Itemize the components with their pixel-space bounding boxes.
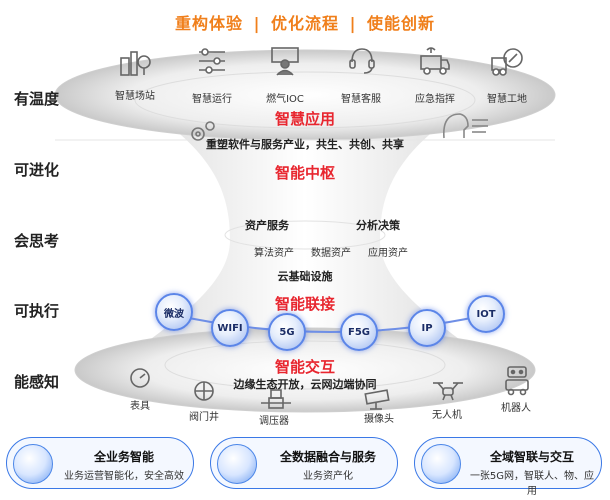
sliders-icon: [199, 48, 225, 74]
data-cube-icon: [217, 444, 257, 484]
bottom-icon-label: 无人机: [432, 410, 462, 421]
headline-separator: |: [349, 14, 357, 33]
bottom-icon-label: 机器人: [501, 403, 531, 414]
side-label-warmth: 有温度: [14, 90, 60, 108]
top-icon-label: 智慧场站: [115, 91, 155, 102]
meter-icon: [130, 368, 150, 388]
card-title: 全域智联与交互: [489, 450, 574, 464]
network-node-f5g: F5G: [340, 313, 378, 351]
headset-icon: [349, 48, 375, 74]
card-title: 全数据融合与服务: [279, 450, 376, 464]
asset-service-label: 资产服务: [245, 219, 289, 232]
network-node-ip: IP: [408, 309, 446, 347]
analysis-label: 分析决策: [356, 219, 400, 232]
interact-layer-title: 智能交互: [274, 358, 335, 376]
bottom-icon-label: 表具: [130, 401, 150, 412]
business-globe-icon: [13, 444, 53, 484]
ai-head-icon: [443, 113, 488, 139]
top-icon-label: 智慧运行: [192, 94, 232, 105]
drone-icon: [433, 382, 463, 401]
operator-icon: [271, 47, 299, 76]
hub-layer-title: 智能中枢: [274, 164, 335, 182]
summary-card-connect: 全域智联与交互 一张5G网，智联人、物、应用: [414, 437, 602, 497]
headline-item: 重构体验: [174, 14, 243, 33]
interact-layer-desc: 边缘生态开放，云网边端协同: [233, 378, 377, 391]
asset-item: 数据资产: [311, 248, 351, 259]
camera-icon: [364, 389, 390, 410]
network-node-iot: IOT: [467, 295, 505, 333]
side-label-think: 会思考: [14, 232, 60, 250]
top-icon-label: 智慧客服: [341, 94, 381, 105]
robot-icon: [505, 366, 529, 396]
app-layer-title: 智慧应用: [274, 110, 335, 128]
app-layer-desc: 重塑软件与服务产业，共生、共创、共享: [206, 138, 404, 151]
network-node-microwave: 微波: [155, 293, 193, 331]
valve-icon: [194, 381, 214, 401]
regulator-icon: [261, 389, 291, 409]
side-label-execute: 可执行: [14, 302, 60, 320]
construction-icon: [491, 48, 523, 76]
bottom-icon-label: 摄像头: [364, 414, 394, 425]
network-node-5g: 5G: [268, 313, 306, 351]
asset-item: 应用资产: [368, 248, 408, 259]
card-title: 全业务智能: [93, 450, 154, 464]
factory-icon: [120, 51, 151, 76]
headline: 重构体验 | 优化流程 | 使能创新: [0, 10, 610, 34]
side-label-evolve: 可进化: [14, 161, 60, 179]
bottom-icon-label: 调压器: [259, 416, 289, 427]
connect-layer-title: 智能联接: [274, 295, 335, 313]
bottom-icon-label: 阀门井: [189, 412, 219, 423]
top-icon-label: 燃气IOC: [266, 94, 304, 105]
card-subtitle: 业务资产化: [303, 471, 353, 482]
emergency-vehicle-icon: [420, 47, 450, 75]
side-label-perceive: 能感知: [14, 373, 60, 391]
headline-item: 优化流程: [270, 14, 339, 33]
gears-icon: [191, 121, 215, 141]
network-node-wifi: WIFI: [211, 309, 249, 347]
asset-item: 算法资产: [254, 248, 294, 259]
top-icon-label: 智慧工地: [487, 94, 527, 105]
network-wave-icon: [421, 444, 461, 484]
summary-card-data: 全数据融合与服务 业务资产化: [210, 437, 398, 489]
top-icon-label: 应急指挥: [415, 94, 455, 105]
card-subtitle: 业务运营智能化，安全高效: [64, 471, 184, 482]
headline-separator: |: [253, 14, 261, 33]
headline-item: 使能创新: [367, 14, 436, 33]
summary-card-business: 全业务智能 业务运营智能化，安全高效: [6, 437, 194, 489]
card-subtitle: 一张5G网，智联人、物、应用: [469, 471, 595, 497]
cloud-label: 云基础设施: [277, 270, 333, 283]
